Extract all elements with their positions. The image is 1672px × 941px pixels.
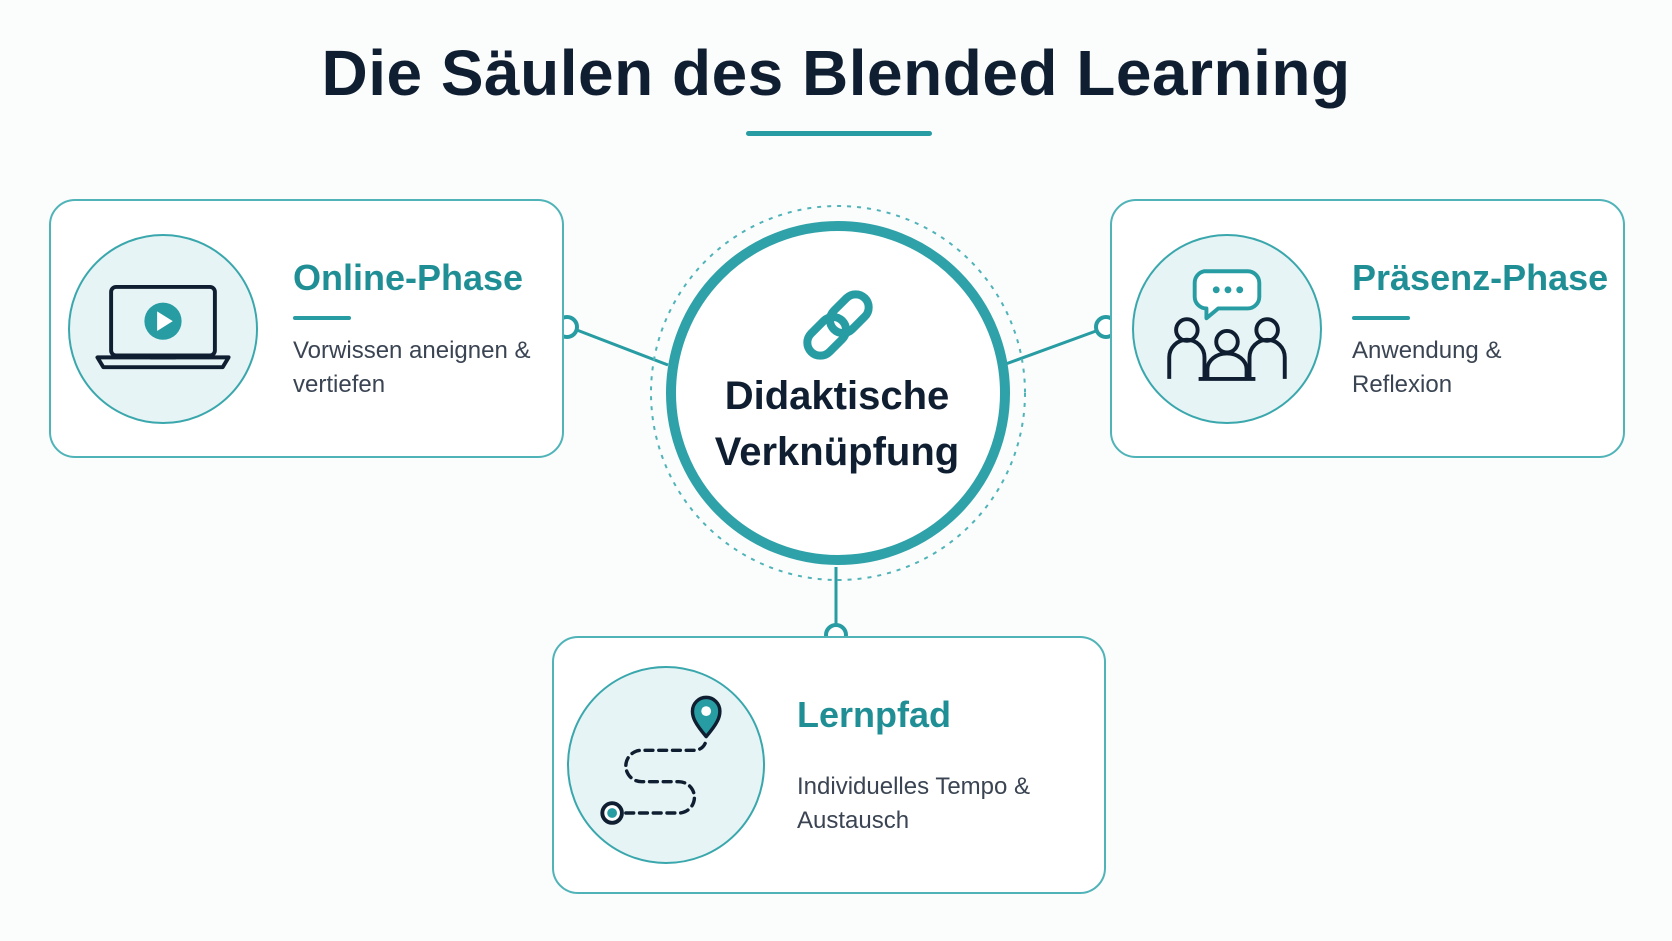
page-title: Die Säulen des Blended Learning [321,37,1351,109]
connector-praesenz [1002,325,1108,367]
praesenz-icon-circle [1132,234,1322,424]
hub-label-line2: Verknüpfung [714,430,960,474]
online-phase-title: Online-Phase [293,257,524,298]
praesenz-desc-line2: Reflexion [1352,371,1453,398]
link-icon [803,290,873,360]
laptop-video-icon [95,284,231,370]
lernpfad-desc-line2: Austausch [797,807,910,834]
group-discussion-icon [1167,269,1287,381]
lernpfad-title: Lernpfad [797,694,952,735]
online-icon-circle [68,234,258,424]
hub-dotted-ring [650,205,1026,581]
praesenz-phase-title: Präsenz-Phase [1352,257,1609,298]
praesenz-desc-line1: Anwendung & [1352,337,1502,364]
connector-online [568,325,669,367]
title-underline [746,131,932,136]
online-desc-line2: vertiefen [293,371,386,398]
praesenz-phase-description: Anwendung & Reflexion [1352,334,1501,402]
hub-label: Didaktische Verknüpfung [680,368,994,480]
hub-label-line1: Didaktische [724,374,950,418]
lernpfad-icon-circle [567,666,765,864]
card-lernpfad: Lernpfad Individuelles Tempo & Austausch [552,636,1106,894]
lernpfad-desc-line1: Individuelles Tempo & [797,773,1031,800]
online-phase-description: Vorwissen aneignen & vertiefen [293,334,531,402]
route-path-icon [600,695,722,825]
hub-ring [666,221,1010,565]
lernpfad-description: Individuelles Tempo & Austausch [797,770,1030,838]
online-phase-rule [293,316,351,320]
praesenz-phase-rule [1352,316,1410,320]
online-desc-line1: Vorwissen aneignen & [293,337,531,364]
card-online-phase: Online-Phase Vorwissen aneignen & vertie… [49,199,564,458]
card-praesenz-phase: Präsenz-Phase Anwendung & Reflexion [1110,199,1625,458]
